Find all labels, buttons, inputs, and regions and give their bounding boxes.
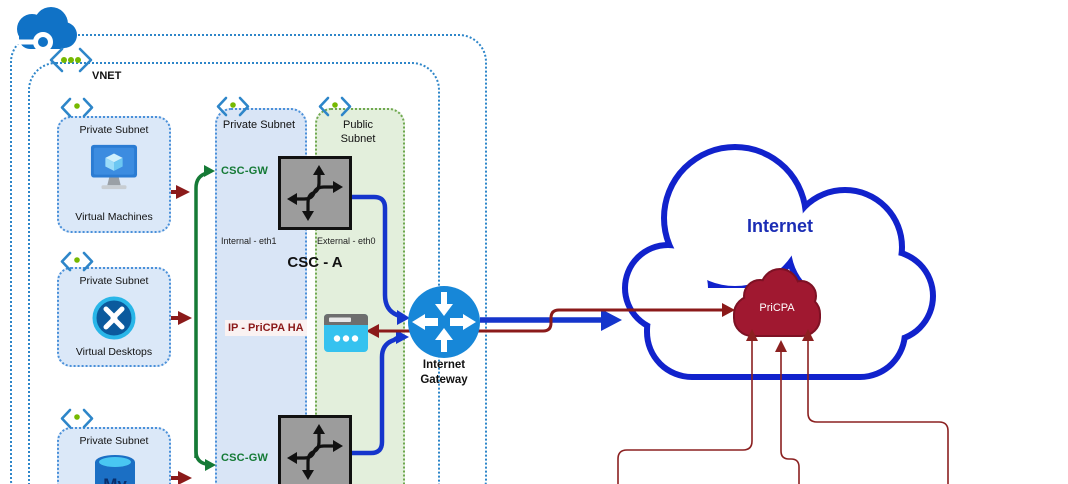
subnet-icon bbox=[216, 96, 250, 117]
internet-cloud-label: Internet bbox=[746, 216, 813, 236]
blue-connection-bottom bbox=[352, 330, 409, 456]
subnet-icon bbox=[60, 251, 94, 272]
vnet-label: VNET bbox=[92, 70, 122, 82]
private-column-title: Private Subnet bbox=[222, 119, 296, 131]
vnet-icon bbox=[49, 47, 93, 73]
device-label: Virtual Desktops bbox=[75, 346, 153, 358]
internet-gateway-label-line1: Internet bbox=[422, 359, 466, 371]
virtual-desktops-icon bbox=[92, 296, 136, 340]
internet-gateway-label-line2: Gateway bbox=[420, 374, 468, 386]
ip-pricpa-ha-label: IP - PriCPA HA bbox=[225, 320, 307, 336]
router-arrows-icon bbox=[287, 165, 343, 221]
external-eth0-label: External - eth0 bbox=[317, 236, 376, 246]
blue-connection-top bbox=[352, 194, 410, 325]
internal-eth1-label: Internal - eth1 bbox=[221, 236, 277, 246]
azure-cloud-logo-icon bbox=[15, 7, 77, 52]
vnet-boundary bbox=[28, 62, 440, 484]
svg-text:My: My bbox=[103, 475, 127, 484]
virtual-machines-icon bbox=[90, 144, 138, 190]
subnet-icon bbox=[60, 97, 94, 118]
subnet-icon bbox=[60, 408, 94, 429]
csc-router-bottom bbox=[278, 415, 352, 484]
subnet-title: Private Subnet bbox=[79, 275, 149, 287]
internet-gateway-label: Internet Gateway bbox=[404, 358, 484, 388]
router-arrows-icon bbox=[287, 424, 343, 480]
subnet-title: Private Subnet bbox=[79, 435, 149, 447]
csc-router-top bbox=[278, 156, 352, 230]
pricpa-ha-line bbox=[366, 303, 735, 338]
pricpa-ha-ip-icon bbox=[324, 314, 368, 352]
cloud-boundary bbox=[10, 34, 487, 484]
csc-gw-top-label: CSC-GW bbox=[221, 165, 269, 177]
pricpa-uplink-left bbox=[617, 329, 758, 484]
subnet-icon bbox=[318, 96, 352, 117]
green-gateway-line bbox=[194, 165, 216, 471]
pricpa-uplink-middle bbox=[775, 340, 800, 484]
gateway-to-internet-arrow bbox=[480, 309, 622, 331]
csc-gw-bottom-label: CSC-GW bbox=[221, 452, 269, 464]
device-label: Virtual Machines bbox=[75, 211, 153, 223]
internet-gateway-icon bbox=[408, 286, 480, 358]
subnet-title: Private Subnet bbox=[79, 124, 149, 136]
public-column-title: Public Subnet bbox=[340, 119, 376, 145]
csc-a-title: CSC - A bbox=[287, 254, 343, 271]
subnet-box-virtual-machines: Private Subnet Virtual Machines bbox=[57, 116, 171, 233]
pricpa-uplink-right bbox=[802, 329, 949, 484]
internet-cloud bbox=[628, 150, 930, 374]
pricpa-cloud-label: PriCPA bbox=[759, 302, 795, 314]
mysql-database-icon: My bbox=[95, 455, 135, 484]
